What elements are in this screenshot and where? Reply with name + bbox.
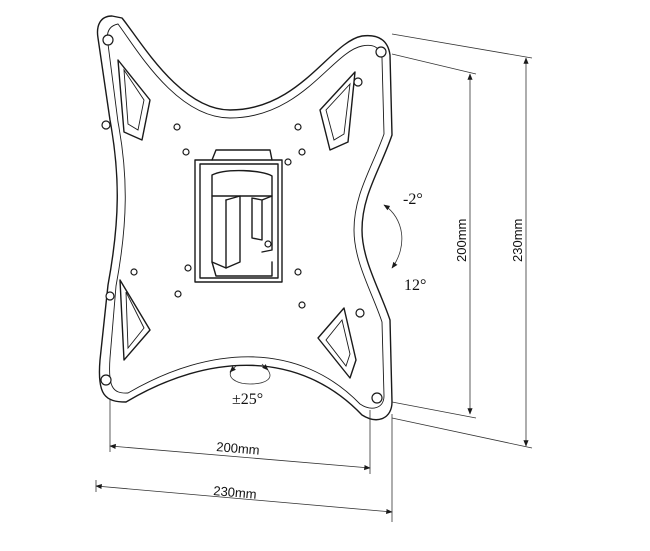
height-outer-label: 230mm: [510, 219, 525, 262]
swivel-label: ±25°: [232, 391, 263, 408]
mount-plate: [96, 15, 393, 421]
tilt-up-label: -2°: [403, 191, 423, 208]
height-inner-label: 200mm: [454, 219, 469, 262]
width-outer-label: 230mm: [213, 483, 258, 502]
tilt-arrow: [383, 204, 403, 269]
center-bracket: [194, 149, 292, 283]
corner-ribs: [117, 59, 357, 379]
mounting-holes: [100, 34, 387, 404]
width-inner-label: 200mm: [216, 439, 260, 458]
width-dimensions: [95, 400, 393, 522]
tilt-down-label: 12°: [404, 277, 426, 294]
swivel-arrow: [229, 363, 271, 385]
height-dimensions: [391, 33, 533, 449]
